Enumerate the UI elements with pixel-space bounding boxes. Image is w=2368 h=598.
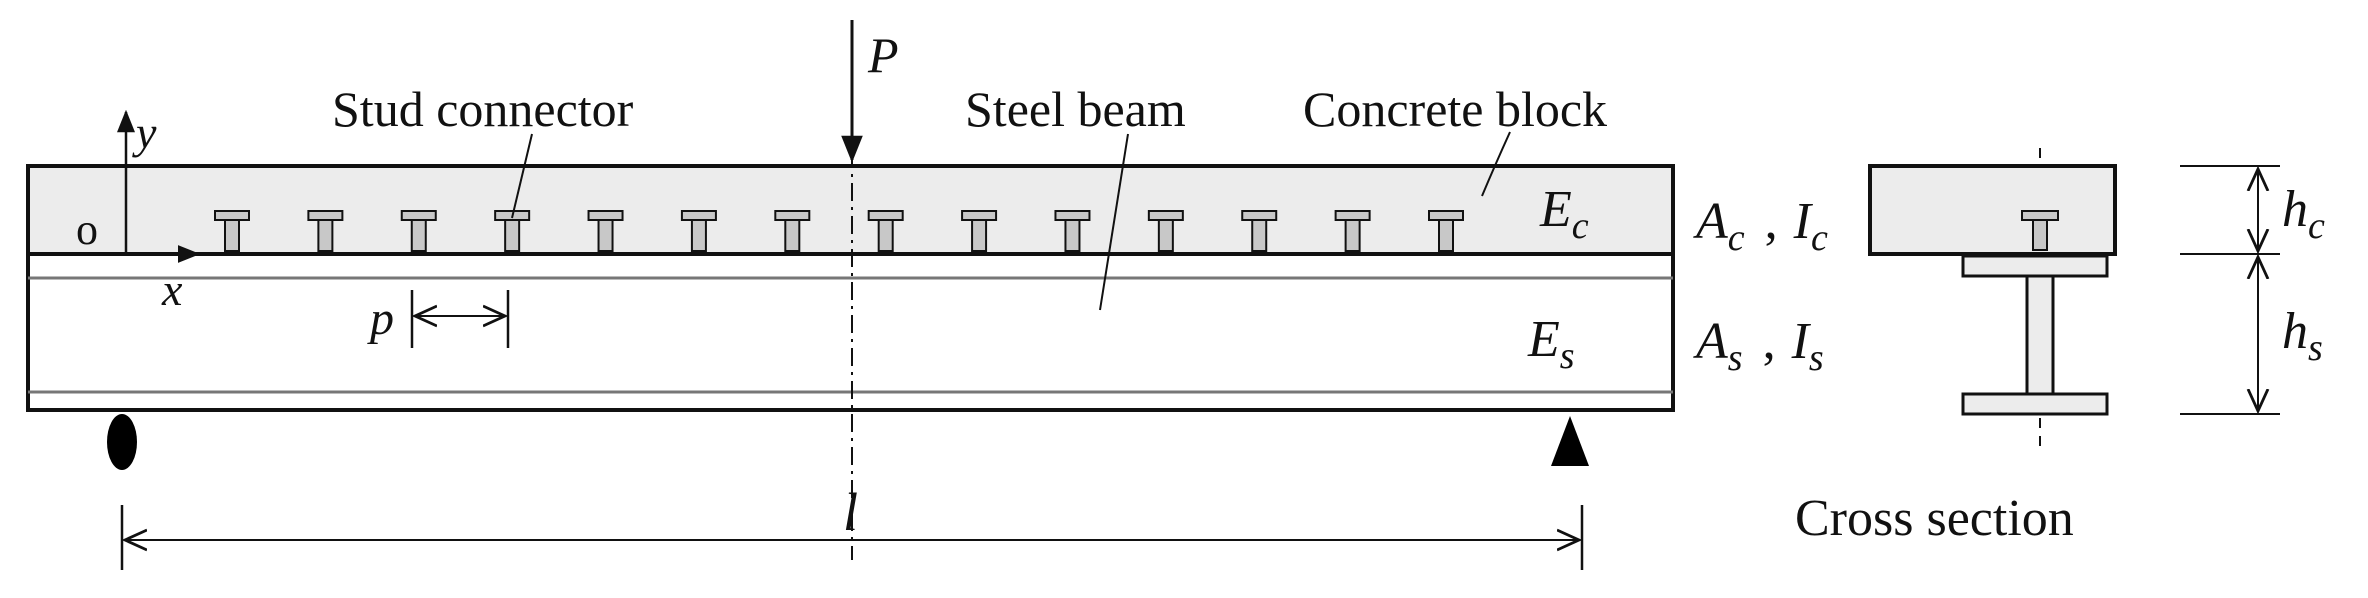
stud-connector (214, 210, 250, 252)
stud-connector (587, 210, 624, 252)
stud-connector (1428, 210, 1464, 252)
stud-connector (961, 210, 998, 252)
steel-beam (26, 252, 1675, 412)
stud-connector (1147, 210, 1184, 252)
y-axis-label: y (132, 107, 157, 158)
stud-connector (1241, 210, 1278, 252)
section-concrete-slab (1868, 164, 2117, 256)
origin-label: o (76, 205, 98, 254)
roller-support (107, 414, 137, 470)
steel-section-properties: As,Is (1693, 313, 1824, 379)
x-axis-label: x (161, 264, 183, 315)
stud-connector (680, 210, 717, 252)
spacing-label: p (367, 292, 394, 345)
stud-connector (400, 210, 437, 252)
steel-beam-leader (1099, 133, 1129, 311)
pin-support (1551, 416, 1589, 466)
section-stud (2021, 210, 2059, 251)
stud-connectors (214, 210, 1464, 252)
span-label: l (843, 482, 858, 542)
stud-connector-label: Stud connector (332, 81, 634, 137)
stud-connector (1054, 210, 1091, 252)
cross-section-title: Cross section (1795, 490, 2074, 547)
beam-elevation (26, 164, 1675, 412)
concrete-block-leader (1481, 131, 1511, 197)
load-label: P (867, 27, 899, 83)
cross-section: hc hs Cross section (1795, 148, 2325, 547)
concrete-block (26, 164, 1675, 256)
section-top-flange (1961, 254, 2109, 278)
steel-beam-label: Steel beam (965, 81, 1186, 137)
concrete-section-properties: Ac,Ic (1693, 193, 1828, 259)
concrete-modulus: Ec (1539, 181, 1589, 247)
section-bottom-flange (1961, 392, 2109, 416)
stud-connector (867, 210, 904, 252)
section-web (2025, 274, 2055, 396)
concrete-block-label: Concrete block (1303, 81, 1607, 137)
stud-connector-leader (511, 133, 533, 219)
steel-modulus: Es (1527, 311, 1575, 377)
steel-height-label: hs (2282, 303, 2323, 369)
stud-connector (1334, 210, 1371, 252)
concrete-height-label: hc (2282, 181, 2325, 247)
stud-connector (774, 210, 811, 252)
stud-connector (307, 210, 344, 252)
